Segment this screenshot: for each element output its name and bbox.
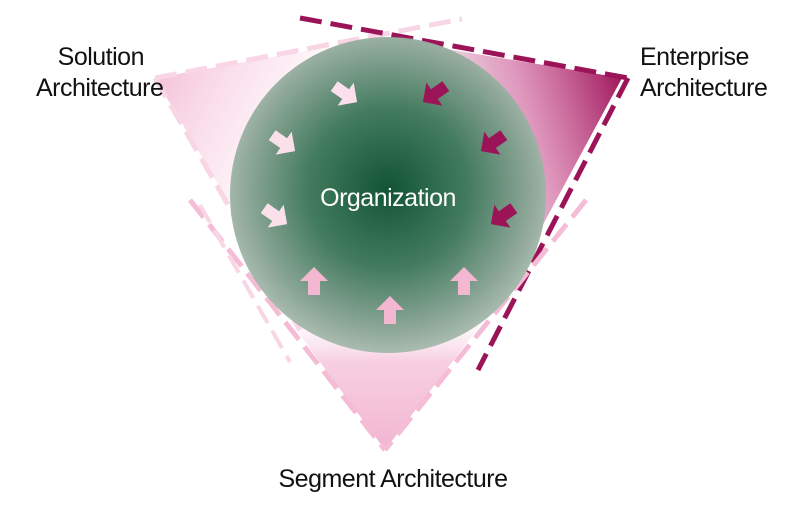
enterprise-arrows [422,81,518,228]
arrow-icon [268,130,296,155]
solution-arrows [260,81,358,228]
enterprise-edge-top [299,15,629,81]
arrow-icon [260,203,288,228]
solution-label-line-1: Solution [57,43,145,71]
arrow-icon [490,203,518,228]
solution-label-line-2: Architecture [36,74,164,102]
segment-arrows [300,267,478,324]
organization-label: Organization [320,184,456,212]
segment-inner-edge [198,204,292,363]
enterprise-label-line-2: Architecture [640,74,768,102]
solution-edge-left [152,76,303,332]
enterprise-architecture-label: Enterprise Architecture [640,42,768,104]
solution-architecture-label: Solution Architecture [36,42,164,104]
arrow-icon [422,81,450,106]
segment-architecture-label: Segment Architecture [278,465,508,493]
solution-edge-top [154,16,463,81]
arrow-icon [480,130,508,155]
arrow-icon [300,267,328,295]
segment-edge-right [383,198,588,452]
enterprise-edge-right [475,76,631,372]
arrow-icon [376,296,404,324]
enterprise-label-line-1: Enterprise [640,43,749,71]
arrow-icon [450,267,478,295]
arrow-icon [330,81,358,106]
